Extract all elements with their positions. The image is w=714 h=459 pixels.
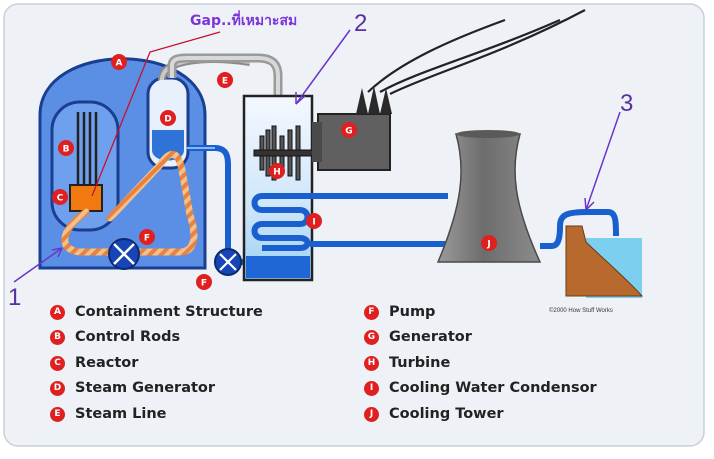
cooling-tower [436, 133, 542, 263]
legend-label: Containment Structure [75, 304, 263, 320]
legend-item-generator: G Generator [364, 327, 472, 347]
legend-label: Steam Line [75, 406, 167, 422]
legend-badge: A [50, 304, 65, 320]
turbine-tank [242, 94, 314, 282]
gap-pointer-line [91, 31, 221, 197]
badge-control-rods: B [58, 140, 74, 156]
legend-item-steam-line: E Steam Line [50, 404, 167, 424]
badge-containment: A [111, 54, 127, 70]
svg-text:F: F [201, 279, 207, 289]
badge-reactor: C [52, 189, 68, 205]
annotation-arrows [13, 29, 621, 283]
legend-item-control-rods: B Control Rods [50, 327, 180, 347]
svg-text:I: I [312, 218, 315, 228]
legend-item-pump: F Pump [364, 302, 435, 322]
legend-item-turbine: H Turbine [364, 353, 450, 373]
svg-text:H: H [273, 168, 281, 178]
svg-text:B: B [63, 145, 70, 155]
condenser-coil [251, 193, 322, 251]
river-pipe [540, 209, 619, 249]
legend-badge: F [364, 304, 379, 320]
badge-pump-inner: F [139, 229, 155, 245]
svg-text:G: G [345, 127, 352, 137]
legend-badge: C [50, 355, 65, 371]
badge-cooling-tower: J [481, 235, 497, 251]
svg-text:E: E [222, 77, 228, 87]
legend-badge: D [50, 380, 65, 396]
reactor-core [69, 184, 103, 212]
badge-generator: G [341, 122, 357, 138]
badge-pump-outer: F [196, 274, 212, 290]
svg-text:J: J [486, 240, 490, 250]
legend-item-containment: A Containment Structure [50, 302, 263, 322]
badge-turbine: H [269, 163, 285, 179]
legend-label: Cooling Tower [389, 406, 504, 422]
annotation-number-1: 1 [8, 284, 22, 311]
legend-badge: H [364, 355, 379, 371]
legend-label: Pump [389, 304, 436, 320]
copyright-note: ©2000 How Stuff Works [549, 308, 613, 314]
generator [317, 113, 391, 171]
legend-label: Turbine [389, 355, 451, 371]
legend-badge: J [364, 406, 379, 422]
annotation-number-3: 3 [620, 90, 634, 117]
legend-item-steam-generator: D Steam Generator [50, 378, 215, 398]
legend-badge: G [364, 329, 379, 345]
annotation-number-2: 2 [354, 10, 368, 37]
legend-label: Steam Generator [75, 380, 216, 396]
primary-loop [61, 150, 198, 256]
badge-condensor: I [306, 213, 322, 229]
legend-badge: E [50, 406, 65, 422]
svg-text:D: D [164, 115, 171, 125]
pump-outer [214, 248, 242, 276]
legend-label: Cooling Water Condensor [389, 380, 597, 396]
secondary-loop [188, 145, 245, 265]
control-rods [76, 112, 98, 190]
pump-inner [108, 238, 140, 270]
svg-text:A: A [116, 59, 123, 69]
insulators [356, 86, 392, 114]
badge-steam-line: E [217, 72, 233, 88]
legend-label: Reactor [75, 355, 139, 371]
gap-annotation: Gap..ที่เหมาะสม [190, 13, 298, 29]
legend-label: Control Rods [75, 329, 181, 345]
turbine [253, 125, 335, 181]
legend-item-cooling-tower: J Cooling Tower [364, 404, 504, 424]
badge-steam-generator: D [160, 110, 176, 126]
legend-badge: B [50, 329, 65, 345]
legend-item-reactor: C Reactor [50, 353, 138, 373]
legend-item-condensor: I Cooling Water Condensor [364, 378, 597, 398]
svg-text:C: C [57, 194, 64, 204]
legend-badge: I [364, 380, 379, 396]
legend-label: Generator [389, 329, 472, 345]
power-lines [367, 9, 586, 95]
river-bank [565, 225, 644, 297]
svg-text:F: F [144, 234, 150, 244]
